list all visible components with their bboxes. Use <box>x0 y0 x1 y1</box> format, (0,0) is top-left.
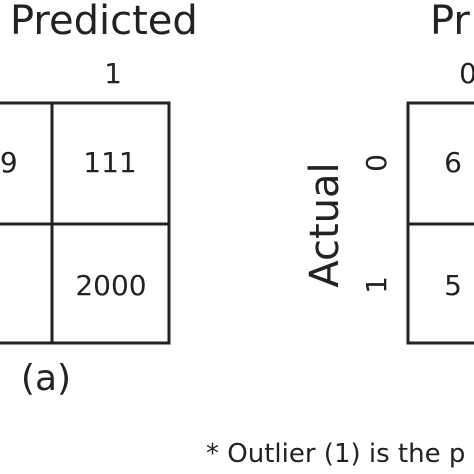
matrix-a-header-label: Predicted <box>10 0 198 44</box>
matrix-b: Pr 0 Actual 0 1 6 5 <box>302 0 474 345</box>
matrix-a: Predicted 1 989 111 2000 (a) <box>0 0 198 399</box>
matrix-a-cell-0-0: 989 <box>0 146 18 179</box>
matrix-a-cell-1-1: 2000 <box>75 269 146 302</box>
matrix-b-cell-0-0: 6 <box>444 146 462 179</box>
footnote: * Outlier (1) is the p <box>206 439 465 469</box>
matrix-b-column-label-0: 0 <box>459 57 474 90</box>
matrix-a-column-label-1: 1 <box>104 57 122 90</box>
matrix-a-cell-0-1: 111 <box>83 146 136 179</box>
matrix-b-row-axis-label: Actual <box>302 162 348 287</box>
matrix-b-row-label-0: 0 <box>360 154 393 172</box>
matrix-b-cell-1-0: 5 <box>444 269 462 302</box>
matrix-a-caption: (a) <box>21 358 71 399</box>
matrix-b-row-label-1: 1 <box>360 276 393 294</box>
matrix-b-header-label: Pr <box>430 0 470 44</box>
